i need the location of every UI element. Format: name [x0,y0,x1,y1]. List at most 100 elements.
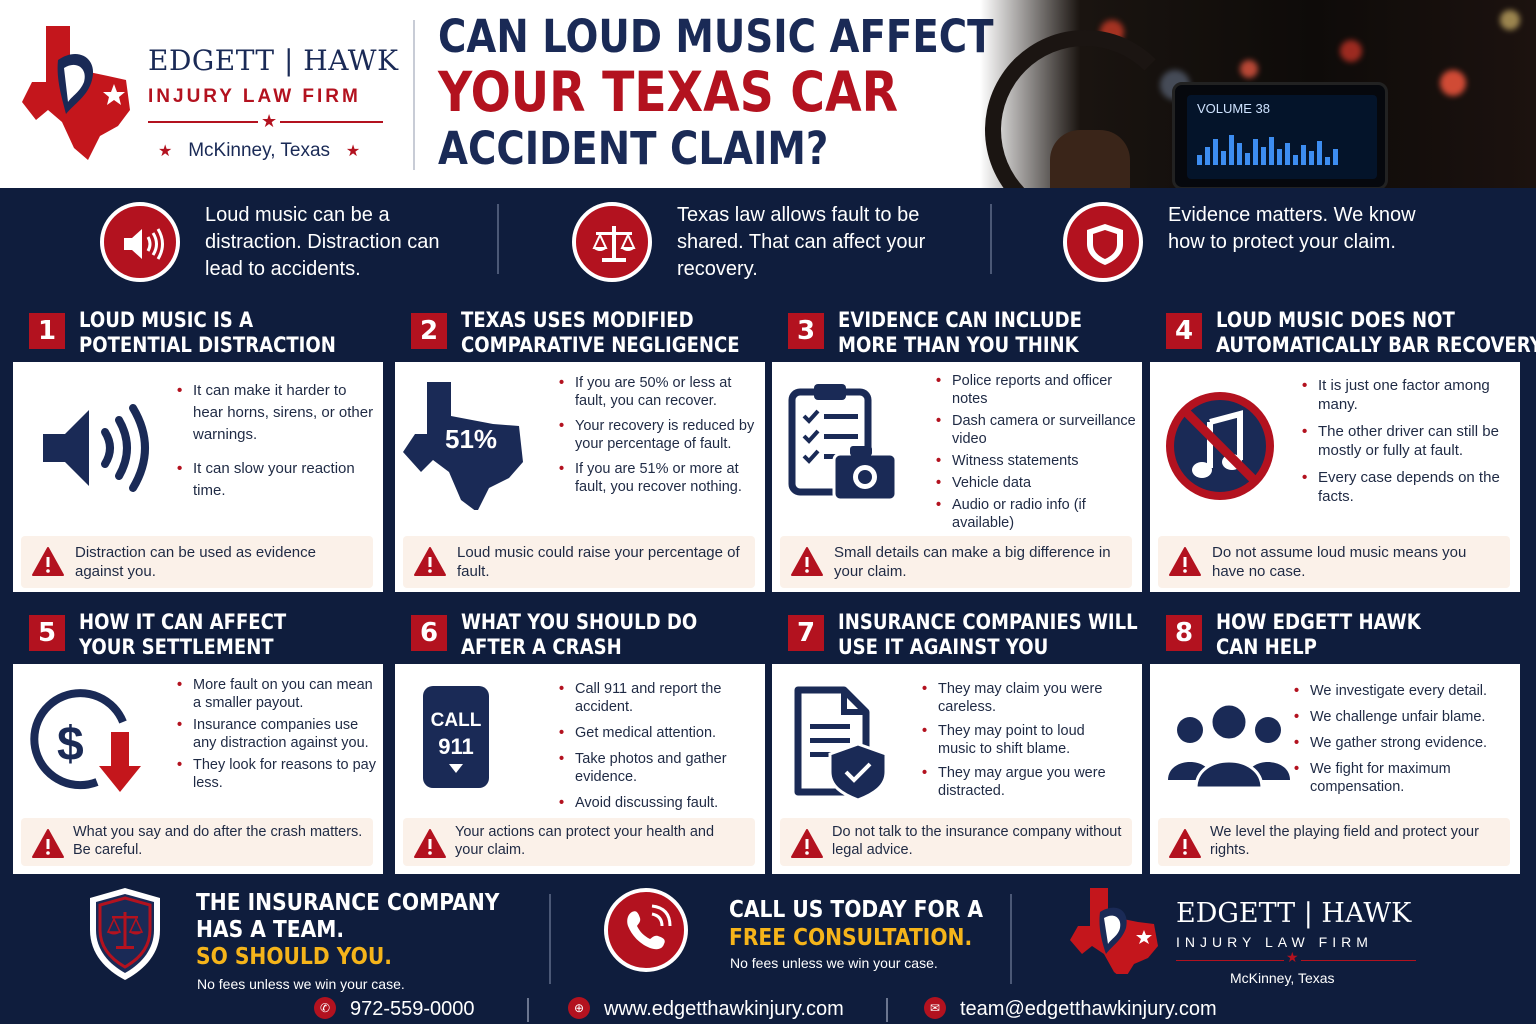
phone-icon [627,904,672,950]
card-warning: Do not assume loud music means you have … [1158,536,1510,588]
slogan-highlight: SO SHOULD YOU. [196,944,393,970]
email-link[interactable]: ✉ team@edgetthawkinjury.com [924,996,1217,1022]
firm-location: McKinney, Texas [188,140,331,161]
card-number: 3 [788,313,824,349]
display-screen: VOLUME 38 [1187,95,1377,179]
bokeh-light [1500,10,1520,30]
card-warning: Loud music could raise your percentage o… [403,536,755,588]
phone-number[interactable]: 972-559-0000 [350,998,475,1020]
bullet-item: Get medical attention. [557,724,762,742]
slogan-line: HAS A TEAM. [196,917,345,943]
card-title-line: YOUR SETTLEMENT [79,635,274,659]
banner-text: Loud music can be a distraction. Distrac… [205,204,440,280]
cta-highlight: FREE CONSULTATION. [729,925,973,951]
firm-subtitle: INJURY LAW FIRM [1176,934,1373,950]
card-title-line: USE IT AGAINST YOU [838,635,1049,659]
card-bullets: If you are 50% or less at fault, you can… [557,374,762,503]
texas-map-icon: 51% [403,380,549,540]
website-url[interactable]: www.edgetthawkinjury.com [604,998,844,1020]
bullet-item: They may point to loud music to shift bl… [920,722,1125,758]
card-bullets: They may claim you were careless. They m… [920,680,1125,807]
bullet-item: They may claim you were careless. [920,680,1125,716]
warning-text: Loud music could raise your percentage o… [457,544,740,580]
envelope-icon: ✉ [924,996,946,1019]
card-title-line: CAN HELP [1216,635,1317,659]
driver-hand [1050,130,1130,188]
warning-icon [32,547,64,576]
card-number: 8 [1166,615,1202,651]
card-title-line: MORE THAN YOU THINK [838,333,1079,357]
phone-call-icon: CALL 911 [409,682,549,842]
email-address[interactable]: team@edgetthawkinjury.com [960,998,1217,1020]
card-bullets: More fault on you can mean a smaller pay… [175,676,380,799]
bullet-item: Police reports and officer notes [934,372,1139,408]
bullet-item: We fight for maximum compensation. [1292,760,1517,796]
infotainment-display: VOLUME 38 [1172,82,1388,188]
team-slogan: THE INSURANCE COMPANY HAS A TEAM. SO SHO… [196,890,499,971]
card-number: 1 [29,313,65,349]
texas-logo-icon [1070,888,1158,974]
bullet-item: It is just one factor among many. [1300,376,1510,414]
firm-name: EDGETT | HAWK [1176,898,1412,929]
bokeh-light [1440,70,1466,96]
phone-icon: ✆ [314,996,336,1019]
divider [549,894,551,984]
team-icon [1164,682,1304,842]
card-title-line: LOUD MUSIC DOES NOT [1216,308,1455,332]
no-music-icon [1164,380,1304,540]
bokeh-light [1240,60,1258,78]
bullet-item: It can make it harder to hear horns, sir… [175,380,380,446]
warning-icon [32,829,64,858]
phone-link[interactable]: ✆ 972-559-0000 [314,996,475,1022]
card-title-line: HOW IT CAN AFFECT [79,610,287,634]
bullet-item: Call 911 and report the accident. [557,680,762,716]
card-bullets: Call 911 and report the accident. Get me… [557,680,762,819]
fault-percent: 51% [445,424,498,454]
bullet-item: Vehicle data [934,474,1139,492]
volume-label: VOLUME 38 [1197,101,1270,116]
card-title-line: LOUD MUSIC IS A [79,308,254,332]
dollar-down-icon: $ [27,682,167,842]
warning-text: Do not assume loud music means you have … [1212,544,1467,580]
divider [990,204,992,274]
firm-subtitle: INJURY LAW FIRM [148,86,361,107]
warning-icon [414,547,446,576]
warning-icon [791,829,823,858]
scales-icon [572,202,652,282]
phone-call-button[interactable] [604,888,688,972]
card-title-line: WHAT YOU SHOULD DO [461,610,698,634]
bullet-item: Avoid discussing fault. [557,794,762,812]
title-line-3: ACCIDENT CLAIM? [438,122,829,175]
bullet-item: Your recovery is reduced by your percent… [557,417,762,453]
svg-text:$: $ [57,718,84,771]
star-icon: ★ [345,143,361,160]
warning-icon [1169,547,1201,576]
website-link[interactable]: ⊕www.edgetthawkinjury.com [568,996,844,1022]
warning-icon [414,829,446,858]
card-title-line: EVIDENCE CAN INCLUDE [838,308,1082,332]
divider [527,998,529,1022]
card-title-line: COMPARATIVE NEGLIGENCE [461,333,740,357]
key-points-banner: Loud music can be a distraction. Distrac… [0,188,1536,296]
card-title-line: POTENTIAL DISTRACTION [79,333,336,357]
cta-line: CALL US TODAY FOR A [729,897,983,923]
bullet-item: Audio or radio info (if available) [934,496,1139,532]
header: EDGETT | HAWK INJURY LAW FIRM ★ ★ McKinn… [0,0,1536,188]
footer-firm-logo: EDGETT | HAWK INJURY LAW FIRM ★ McKinney… [1068,882,1438,992]
warning-icon [791,547,823,576]
warning-text: Do not talk to the insurance company wit… [832,824,1122,858]
